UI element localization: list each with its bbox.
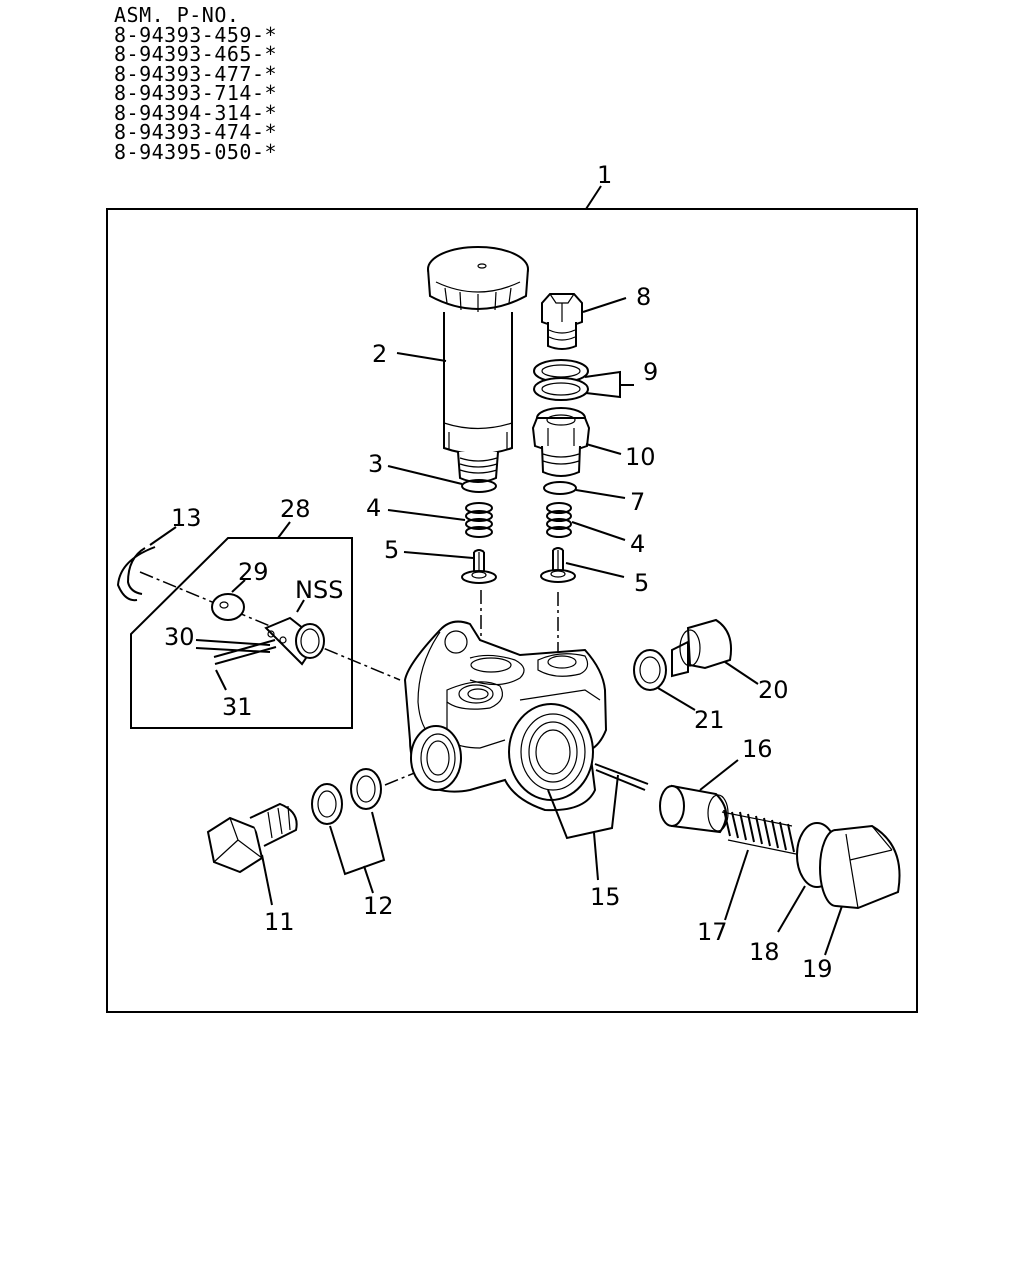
leader-4-left <box>387 509 466 521</box>
part-number-5: 8-94394-314-* <box>114 100 278 125</box>
pump-body <box>403 620 608 812</box>
header-title: ASM. P-NO. <box>114 3 240 27</box>
part-number-7: 8-94395-050-* <box>114 139 278 164</box>
tappet-part-28 <box>264 616 325 666</box>
leader-11 <box>261 854 273 906</box>
o-ring-part-7 <box>543 481 577 495</box>
pin-part-15 <box>594 763 649 785</box>
callout-12: 12 <box>363 892 394 920</box>
subassembly-28-box <box>130 537 353 729</box>
callout-11: 11 <box>264 908 295 936</box>
leader-17 <box>724 849 749 921</box>
leader-7 <box>575 489 626 499</box>
leader-20 <box>724 661 759 685</box>
callout-4-right: 4 <box>630 530 645 558</box>
valve-part-5-right <box>540 547 576 583</box>
callout-20: 20 <box>758 676 789 704</box>
plug-part-19 <box>819 824 901 910</box>
leader-1 <box>585 185 602 210</box>
spring-part-4-left <box>465 502 493 538</box>
callout-18: 18 <box>749 938 780 966</box>
part-number-3: 8-94393-477-* <box>114 61 278 86</box>
callout-17: 17 <box>697 918 728 946</box>
priming-pump-part-2 <box>427 246 529 483</box>
leader-18 <box>777 885 806 933</box>
cap-screw-part-8 <box>541 293 583 350</box>
leader-8 <box>582 297 627 313</box>
gasket-part-12-a <box>311 783 343 825</box>
leader-9 <box>584 370 634 399</box>
callout-19: 19 <box>802 955 833 983</box>
leader-13 <box>149 526 177 546</box>
leader-3 <box>387 465 463 485</box>
callout-4-left: 4 <box>366 494 381 522</box>
pin-part-30 <box>195 639 271 653</box>
callout-29: 29 <box>238 558 269 586</box>
callout-5-right: 5 <box>634 569 649 597</box>
roller-part-29 <box>211 593 245 621</box>
part-number-1: 8-94393-459-* <box>114 22 278 47</box>
callout-7: 7 <box>630 488 645 516</box>
callout-2: 2 <box>372 340 387 368</box>
pin-part-15-edge <box>595 769 646 791</box>
callout-1: 1 <box>597 161 612 189</box>
leader-31 <box>215 669 227 691</box>
part-number-2: 8-94393-465-* <box>114 42 278 66</box>
pin-part-31 <box>213 639 277 665</box>
valve-part-5-left <box>461 549 497 584</box>
callout-16: 16 <box>742 735 773 763</box>
o-ring-part-3 <box>461 479 497 493</box>
leader-29 <box>231 579 246 593</box>
sleeve-part-16 <box>659 784 729 834</box>
gaskets-part-9 <box>533 359 589 401</box>
leader-5-right <box>565 562 625 578</box>
callout-9: 9 <box>643 358 658 386</box>
callout-3: 3 <box>368 450 383 478</box>
leader-15 <box>593 832 599 881</box>
gasket-part-12-b <box>350 768 382 810</box>
leader-19 <box>824 905 843 956</box>
assembly-part-number-header: ASM. P-NO. 8-94393-459-* 8-94393-465-* 8… <box>114 3 278 164</box>
callout-5-left: 5 <box>384 536 399 564</box>
gasket-part-12-a-inner <box>317 790 337 818</box>
callout-10: 10 <box>625 443 656 471</box>
assembly-frame <box>106 208 918 1013</box>
plug-part-20-body <box>671 618 732 678</box>
callout-8: 8 <box>636 283 651 311</box>
callout-31: 31 <box>222 693 253 721</box>
leader-12-bracket <box>329 811 386 876</box>
leader-5-left <box>403 551 474 559</box>
leader-15-bracket <box>547 774 619 840</box>
gasket-part-12-b-inner <box>356 775 376 803</box>
callout-30: 30 <box>164 623 195 651</box>
leader-nss <box>296 599 305 613</box>
callout-13: 13 <box>171 504 202 532</box>
leader-2 <box>396 352 447 362</box>
callout-nss: NSS <box>295 576 343 604</box>
callout-28: 28 <box>280 495 311 523</box>
valve-body-part-10 <box>531 407 591 477</box>
plug-part-20 <box>633 649 667 691</box>
leader-10 <box>585 443 622 455</box>
part-number-4: 8-94393-714-* <box>114 81 278 105</box>
leader-28 <box>277 521 291 539</box>
callout-15: 15 <box>590 883 621 911</box>
spring-part-4-right <box>546 502 572 538</box>
leader-21 <box>657 687 696 711</box>
eye-bolt-part-11 <box>206 802 298 874</box>
leader-12 <box>363 865 374 894</box>
callout-21: 21 <box>694 706 725 734</box>
spring-part-17 <box>721 809 797 855</box>
leader-4-right <box>571 521 626 541</box>
centerline-13 <box>139 571 401 681</box>
part-number-6: 8-94393-474-* <box>114 120 278 144</box>
leader-16 <box>699 759 739 791</box>
snap-ring-part-13 <box>116 546 156 602</box>
